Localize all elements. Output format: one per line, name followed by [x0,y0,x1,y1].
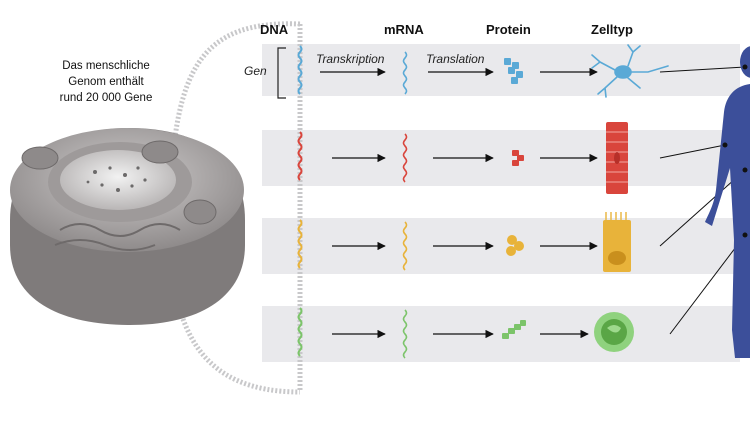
row-2-muscle [332,122,726,194]
protein-row-2 [512,150,524,166]
body-point-immune [742,232,748,238]
dna-gene-row-4 [297,307,303,357]
genome-description: Das menschliche Genom enthält rund 20 00… [46,58,166,106]
body-point-neuron [742,64,748,70]
dna-gene-row-1 [297,45,303,95]
gene-bracket [277,47,286,99]
header-mrna: mRNA [384,22,424,37]
mrna-row-2 [402,133,408,183]
mrna-row-3 [402,221,408,271]
header-protein: Protein [486,22,531,37]
row-bands [262,44,740,362]
protein-row-3 [506,235,524,256]
muscle-cell-icon [606,122,628,194]
label-translation: Translation [426,52,485,66]
label-transcription: Transkription [316,52,385,66]
cell-illustration [10,128,245,325]
connector-muscle-body [659,144,726,159]
genome-description-line-2: Genom enthält [68,76,144,88]
band-row-1 [262,44,740,96]
human-body-silhouette [705,46,750,358]
protein-row-4 [502,320,526,339]
protein-row-1 [504,58,523,84]
body-point-muscle [722,142,728,148]
dna-loop [167,21,301,395]
row-3-epithelial [332,169,746,272]
header-celltype: Zelltyp [591,22,633,37]
row-4-immune [332,234,746,359]
neuron-icon [591,44,669,98]
label-gene: Gen [244,64,267,78]
genome-description-line-3: rund 20 000 Gene [59,92,153,104]
epithelial-cell-icon [603,212,631,272]
header-dna: DNA [260,22,289,37]
body-point-epithelial [742,167,748,173]
mrna-row-1 [402,51,408,95]
mrna-row-4 [402,309,408,359]
genome-description-line-1: Das menschliche [62,60,150,72]
dna-gene-row-3 [297,219,303,269]
dna-gene-segments [297,45,303,357]
dna-gene-row-2 [297,131,303,181]
row-1-neuron [320,44,746,98]
immune-cell-icon [594,312,634,352]
connector-neuron-body [659,66,746,73]
connector-immune-body [669,234,746,335]
